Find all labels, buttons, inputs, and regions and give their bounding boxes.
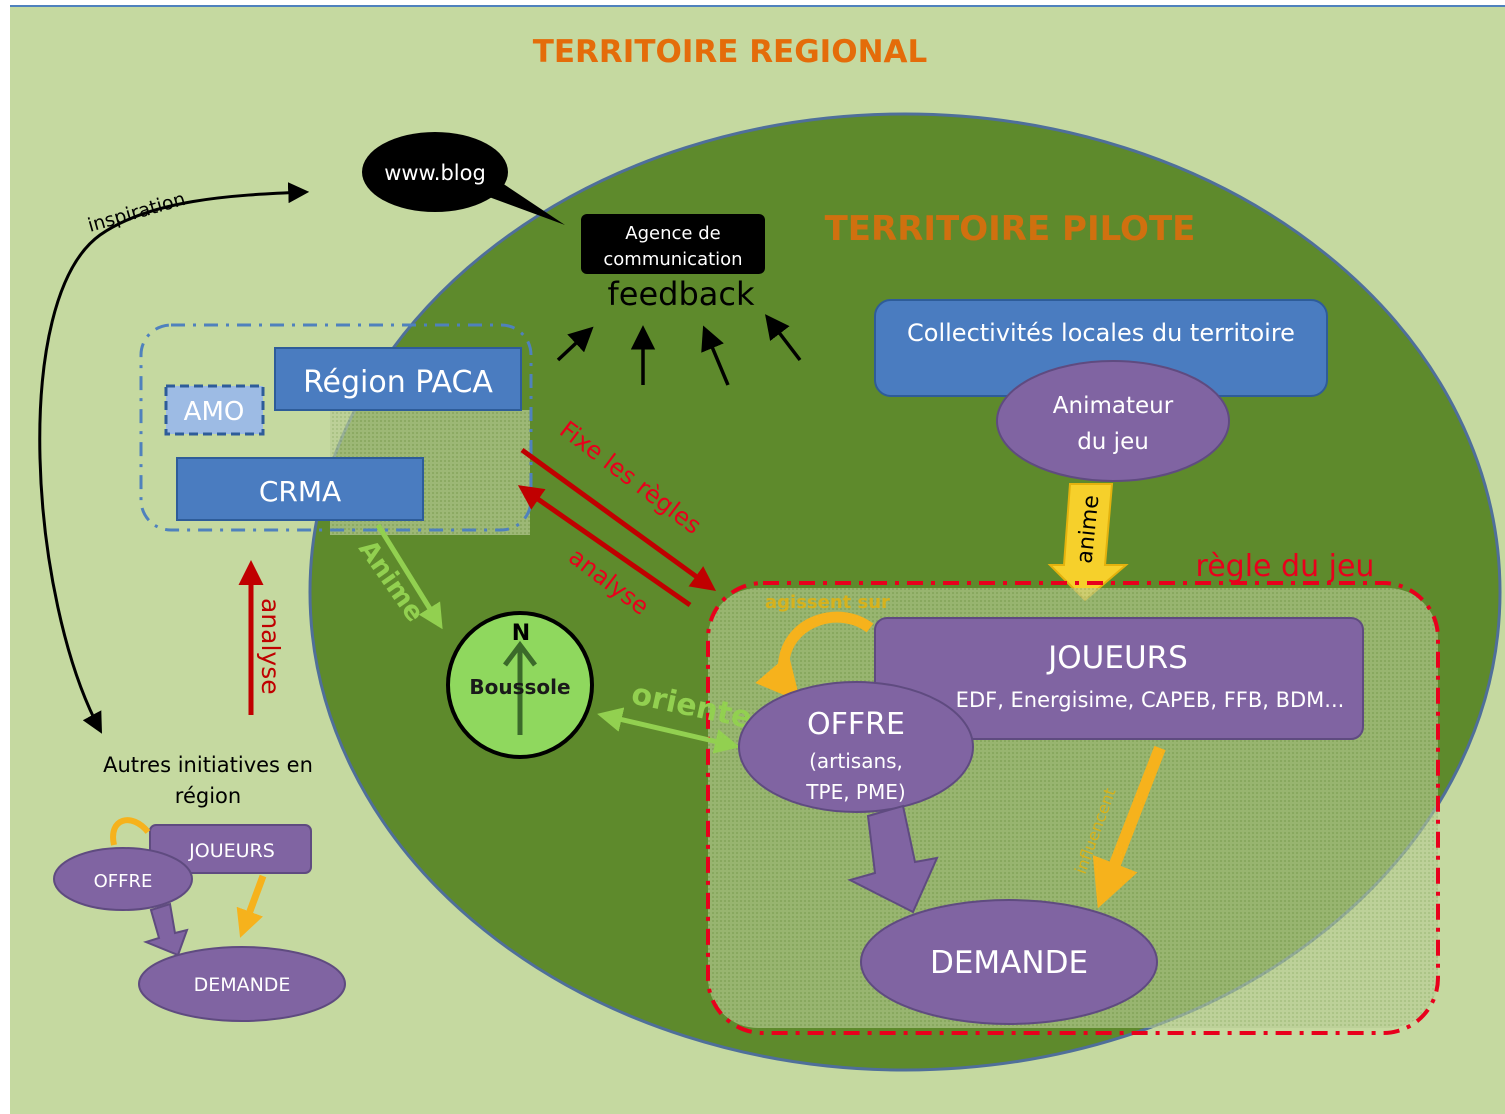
- mini-purple-arrow: [143, 902, 189, 957]
- crma-label: CRMA: [259, 475, 341, 508]
- mini-offre-ellipse: [53, 847, 193, 911]
- compass-needle-head: [503, 640, 537, 667]
- compass-north: N: [512, 621, 530, 646]
- region-paca-label: Région PACA: [303, 365, 493, 400]
- feedback-arrow-3: [701, 325, 730, 386]
- agency-box: [581, 214, 765, 274]
- agency-line1: Agence de: [625, 223, 720, 244]
- autres-line2: région: [175, 784, 241, 808]
- rules-label: règle du jeu: [1196, 549, 1375, 584]
- compass-label: Boussole: [469, 675, 570, 699]
- collectivites-label: Collectivités locales du territoire: [907, 319, 1295, 347]
- analyse-arrow-right: [517, 485, 692, 608]
- fixe-regles-arrow: [520, 447, 717, 591]
- offre-demande-arrow: [847, 804, 939, 914]
- feedback-arrow-4: [765, 314, 802, 362]
- offre-line2: TPE, PME): [805, 780, 905, 804]
- oriente-arrow: [597, 707, 740, 754]
- mini-demande-label: DEMANDE: [194, 974, 291, 996]
- offre-title: OFFRE: [807, 707, 905, 742]
- joueurs-members: EDF, Energisime, CAPEB, FFB, BDM...: [956, 688, 1345, 712]
- analyse-left-label: analyse: [256, 598, 285, 695]
- amo-label: AMO: [184, 397, 245, 427]
- feedback-arrow-1: [556, 326, 594, 362]
- joueurs-box: [874, 617, 1364, 740]
- joueurs-title: JOUEURS: [1046, 640, 1188, 676]
- agissent-sur-label: agissent sur: [765, 592, 890, 613]
- inspiration-arrow: [38, 182, 310, 734]
- animateur-line2: du jeu: [1077, 429, 1149, 455]
- feedback-label: feedback: [608, 275, 755, 313]
- influencent-arrow: [1092, 745, 1166, 909]
- mini-yellow-arrow: [236, 874, 267, 938]
- autres-line1: Autres initiatives en: [103, 753, 313, 777]
- blog-bubble: [362, 132, 508, 212]
- mini-joueurs-box: [149, 824, 312, 874]
- offre-ellipse: [738, 681, 974, 813]
- demande-ellipse: [860, 899, 1158, 1025]
- mini-demande-ellipse: [138, 946, 346, 1022]
- governance-group: [139, 323, 533, 532]
- pilot-title: TERRITOIRE PILOTE: [825, 209, 1196, 249]
- agissent-sur-loop: [755, 611, 874, 703]
- region-paca-box: [274, 347, 522, 411]
- offre-line1: (artisans,: [809, 749, 903, 773]
- mini-loop: [110, 817, 151, 846]
- agency-line2: communication: [603, 249, 742, 270]
- demande-title: DEMANDE: [930, 945, 1088, 981]
- animateur-ellipse: [996, 360, 1230, 482]
- anime-green-arrow: [375, 523, 443, 630]
- mini-offre-label: OFFRE: [94, 871, 153, 892]
- anime-arrow: [1047, 483, 1129, 602]
- animateur-line1: Animateur: [1053, 393, 1174, 419]
- regional-title: TERRITOIRE REGIONAL: [533, 34, 928, 70]
- blog-label: www.blog: [384, 161, 486, 185]
- rules-area: [706, 581, 1440, 1035]
- mini-joueurs-label: JOUEURS: [188, 840, 275, 862]
